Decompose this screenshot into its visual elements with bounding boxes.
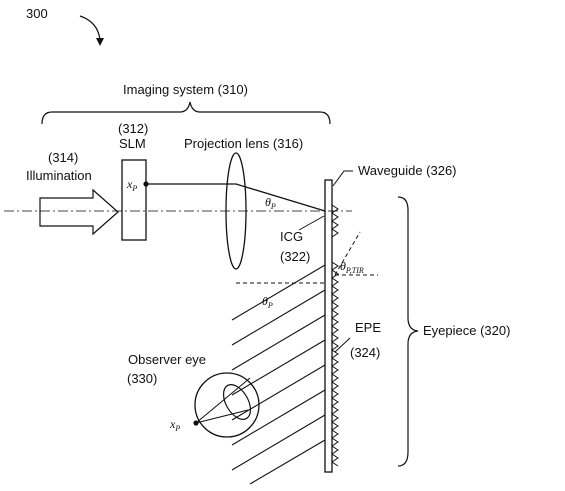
- illumination-label: Illumination: [26, 168, 92, 183]
- out-ray: [231, 364, 326, 421]
- imaging-system-label: Imaging system (310): [123, 82, 248, 97]
- eye-ray-upper: [195, 377, 251, 424]
- tir-ray: [334, 231, 361, 276]
- out-ray: [231, 289, 326, 346]
- icg-grating: [331, 204, 339, 238]
- epe-grating: [331, 261, 339, 467]
- retina-point: [193, 420, 199, 426]
- out-ray: [231, 314, 326, 371]
- waveguide-leader: [332, 170, 353, 187]
- figure-number: 300: [26, 6, 48, 21]
- observer-eye-label: Observer eye: [128, 352, 206, 367]
- projection-lens-label: Projection lens (316): [184, 136, 303, 151]
- eyepiece-brace: [397, 196, 419, 467]
- icg-label: ICG: [280, 229, 303, 244]
- slm-box: [121, 159, 147, 241]
- waveguide: [324, 179, 333, 473]
- illumination-number: (314): [48, 150, 78, 165]
- out-ray: [231, 339, 326, 396]
- figure-number-arrow: [79, 15, 101, 41]
- theta-p-label: θP: [265, 195, 276, 211]
- out-ray: [231, 414, 326, 471]
- illumination-arrow: [39, 188, 119, 236]
- eyeball: [194, 372, 260, 438]
- slm-xp-symbol: xP: [126, 177, 137, 193]
- icg-number: (322): [280, 249, 310, 264]
- eyepiece-label: Eyepiece (320): [423, 323, 510, 338]
- epe-label: EPE: [355, 320, 381, 335]
- out-ray: [249, 439, 326, 485]
- epe-number: (324): [350, 345, 380, 360]
- observer-eye-number: (330): [127, 371, 157, 386]
- slm-number: (312): [118, 121, 148, 136]
- imaging-system-brace: [41, 101, 331, 125]
- out-ray: [231, 389, 326, 446]
- slm-label: SLM: [119, 136, 146, 151]
- waveguide-label: Waveguide (326): [358, 163, 457, 178]
- eye-ray-lower: [195, 409, 249, 424]
- projection-lens: [225, 152, 247, 270]
- out-ray: [231, 264, 326, 321]
- outcoupled-rays: [231, 264, 326, 485]
- icg-leader: [298, 215, 325, 231]
- epe-leader: [334, 337, 351, 353]
- eye-lens: [222, 384, 252, 420]
- theta-p-tir-label: θP,TIR: [340, 259, 364, 275]
- projection-ray: [146, 183, 326, 212]
- figure-number-arrowhead: [96, 38, 104, 46]
- eye-xp-symbol: xP: [169, 417, 180, 433]
